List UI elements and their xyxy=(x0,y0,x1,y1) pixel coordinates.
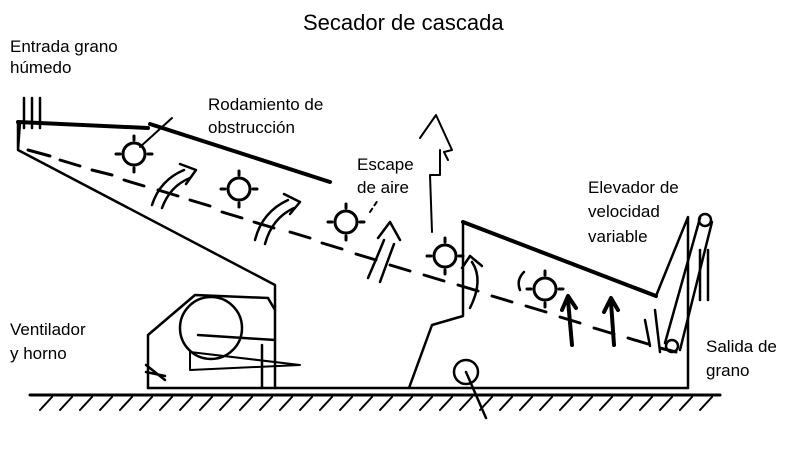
roller-leader xyxy=(139,117,173,148)
label-roller-line1: Rodamiento de xyxy=(208,95,324,114)
label-elevator-line2: velocidad xyxy=(588,202,660,221)
label-fan-line1: Ventilador xyxy=(10,320,86,339)
label-roller-line2: obstrucción xyxy=(208,118,295,137)
exhaust-arrow-icon xyxy=(369,114,453,233)
label-inlet-line2: húmedo xyxy=(10,58,72,77)
ground-hatch xyxy=(39,396,713,411)
label-fan-line2: y horno xyxy=(10,344,67,363)
airflow-arrow-icon-4 xyxy=(460,254,484,310)
roller-icon-3 xyxy=(326,202,366,242)
up-arrow-icon-2 xyxy=(602,296,620,347)
label-outlet-line2: grano xyxy=(706,361,750,380)
roller-icon-2 xyxy=(219,169,259,209)
roof-slope xyxy=(148,122,332,184)
label-exhaust-line2: de aire xyxy=(357,178,409,197)
plate-stroke xyxy=(643,308,662,354)
label-outlet-line1: Salida de xyxy=(706,337,777,356)
lower-housing xyxy=(407,215,690,390)
roller-icon-5 xyxy=(525,269,565,309)
upper-housing xyxy=(16,120,277,342)
fan-furnace-housing xyxy=(144,293,301,390)
up-arrow-icon-1 xyxy=(560,294,578,347)
label-elevator-line3: variable xyxy=(588,227,648,246)
roller-icon-4 xyxy=(425,236,465,276)
label-elevator-line1: Elevador de xyxy=(588,178,679,197)
elevator-belt xyxy=(663,212,714,354)
airflow-arrow-icon-1 xyxy=(150,162,198,210)
airflow-arrow-icon-3 xyxy=(366,220,402,284)
upper-roof xyxy=(16,120,150,130)
label-inlet-line1: Entrada grano xyxy=(10,37,118,56)
label-exhaust-line1: Escape xyxy=(357,155,414,174)
wheel-icon xyxy=(452,358,488,420)
roller-icon-1 xyxy=(114,134,154,174)
airflow-arrow-icon-2 xyxy=(253,192,302,246)
cascade-baffles xyxy=(26,148,678,354)
airflow-arrow-icon-5 xyxy=(517,270,526,292)
diagram-title: Secador de cascada xyxy=(303,10,504,35)
lower-roof xyxy=(461,220,658,298)
